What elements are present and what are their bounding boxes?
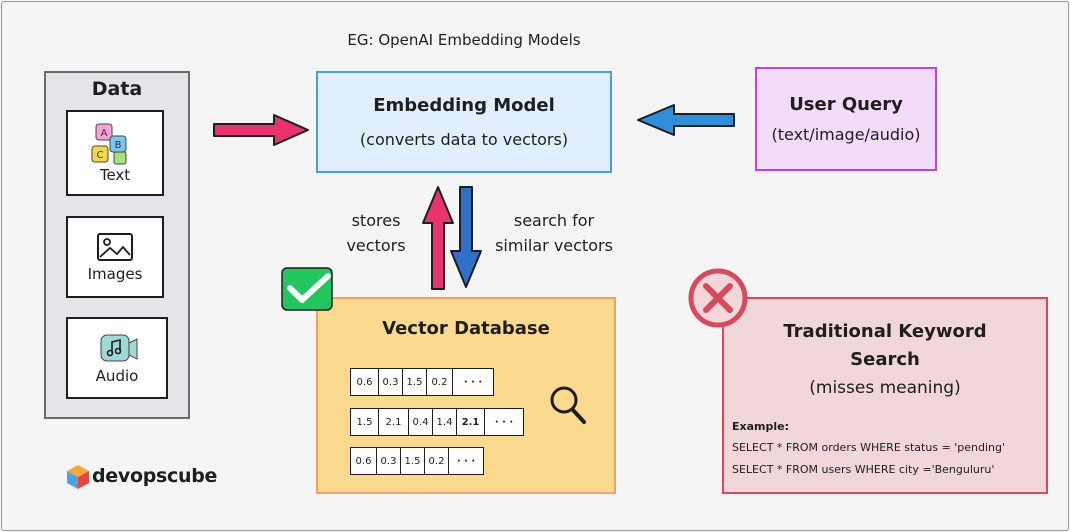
data-card-audio: Audio bbox=[66, 317, 168, 399]
svg-text:B: B bbox=[115, 140, 122, 151]
traditional-subtitle: (misses meaning) bbox=[809, 378, 961, 398]
stores-vectors-label: stores vectors bbox=[330, 208, 422, 258]
vector-cell: 0.3 bbox=[377, 448, 401, 474]
arrow-down-search bbox=[450, 186, 482, 288]
vector-cell: 0.6 bbox=[351, 369, 379, 395]
vector-cell: 0.3 bbox=[379, 369, 403, 395]
search-magnifier-icon bbox=[550, 386, 586, 424]
vector-cell: · · · bbox=[456, 455, 476, 467]
embedding-subtitle: (converts data to vectors) bbox=[359, 130, 569, 149]
svg-text:C: C bbox=[97, 150, 104, 161]
data-label-text: Text bbox=[99, 166, 131, 184]
vector-cell: 1.5 bbox=[401, 448, 425, 474]
vector-row: 0.6 0.3 1.5 0.2 · · · bbox=[350, 368, 494, 396]
vector-cell: 2.1 bbox=[379, 409, 409, 435]
vector-cell: 2.1 bbox=[457, 409, 485, 435]
stores-line-2: vectors bbox=[346, 236, 406, 255]
stores-line-1: stores bbox=[351, 211, 401, 230]
user-query-title: User Query bbox=[789, 94, 903, 115]
vector-cell: 0.6 bbox=[351, 448, 377, 474]
traditional-title-line2: Search bbox=[850, 349, 920, 370]
search-line-1: search for bbox=[513, 211, 595, 230]
user-query-box: User Query (text/image/audio) bbox=[755, 67, 937, 171]
search-line-2: similar vectors bbox=[495, 236, 613, 255]
search-similar-label: search for similar vectors bbox=[488, 208, 620, 258]
audio-icon bbox=[100, 334, 138, 362]
vector-row: 0.6 0.3 1.5 0.2 · · · bbox=[350, 447, 484, 475]
embedding-model-box: Embedding Model (converts data to vector… bbox=[316, 71, 612, 173]
vector-cell: 1.4 bbox=[433, 409, 457, 435]
alphabet-blocks-icon: A B C bbox=[91, 123, 127, 165]
svg-text:A: A bbox=[101, 128, 108, 139]
eg-label: EG: OpenAI Embedding Models bbox=[347, 31, 581, 49]
sql-query-2: SELECT * FROM users WHERE city ='Bengulu… bbox=[732, 463, 995, 476]
vector-cell: 0.2 bbox=[425, 448, 449, 474]
sql-query-1: SELECT * FROM orders WHERE status = 'pen… bbox=[732, 441, 1006, 454]
vector-database-title: Vector Database bbox=[382, 318, 550, 339]
x-mark-icon bbox=[688, 268, 748, 328]
vector-cell: 1.5 bbox=[351, 409, 379, 435]
image-icon bbox=[97, 233, 133, 261]
vector-cell: 1.5 bbox=[403, 369, 427, 395]
data-label-images: Images bbox=[87, 265, 143, 283]
devopscube-logo-icon bbox=[67, 465, 89, 489]
data-label-audio: Audio bbox=[95, 367, 139, 385]
data-card-text: A B C Text bbox=[66, 110, 164, 196]
vector-row: 1.5 2.1 0.4 1.4 2.1 · · · bbox=[350, 408, 524, 436]
traditional-title-line1: Traditional Keyword bbox=[783, 321, 987, 342]
devopscube-logo-text: devopscube bbox=[92, 465, 218, 487]
embedding-title: Embedding Model bbox=[373, 95, 555, 116]
example-label: Example: bbox=[732, 420, 789, 433]
traditional-title: Traditional Keyword Search bbox=[722, 318, 1048, 374]
arrow-data-to-embedding bbox=[213, 114, 309, 146]
arrow-query-to-embedding bbox=[637, 104, 735, 136]
vector-cell: · · · bbox=[463, 376, 483, 388]
vector-cell: 0.4 bbox=[409, 409, 433, 435]
vector-cell: · · · bbox=[494, 416, 514, 428]
traditional-search-box bbox=[722, 297, 1048, 494]
check-badge-icon bbox=[281, 267, 333, 311]
user-query-subtitle: (text/image/audio) bbox=[771, 125, 921, 144]
arrow-up-stores bbox=[422, 186, 454, 290]
vector-cell: 0.2 bbox=[427, 369, 453, 395]
data-card-images: Images bbox=[66, 216, 164, 298]
data-title: Data bbox=[91, 78, 143, 100]
